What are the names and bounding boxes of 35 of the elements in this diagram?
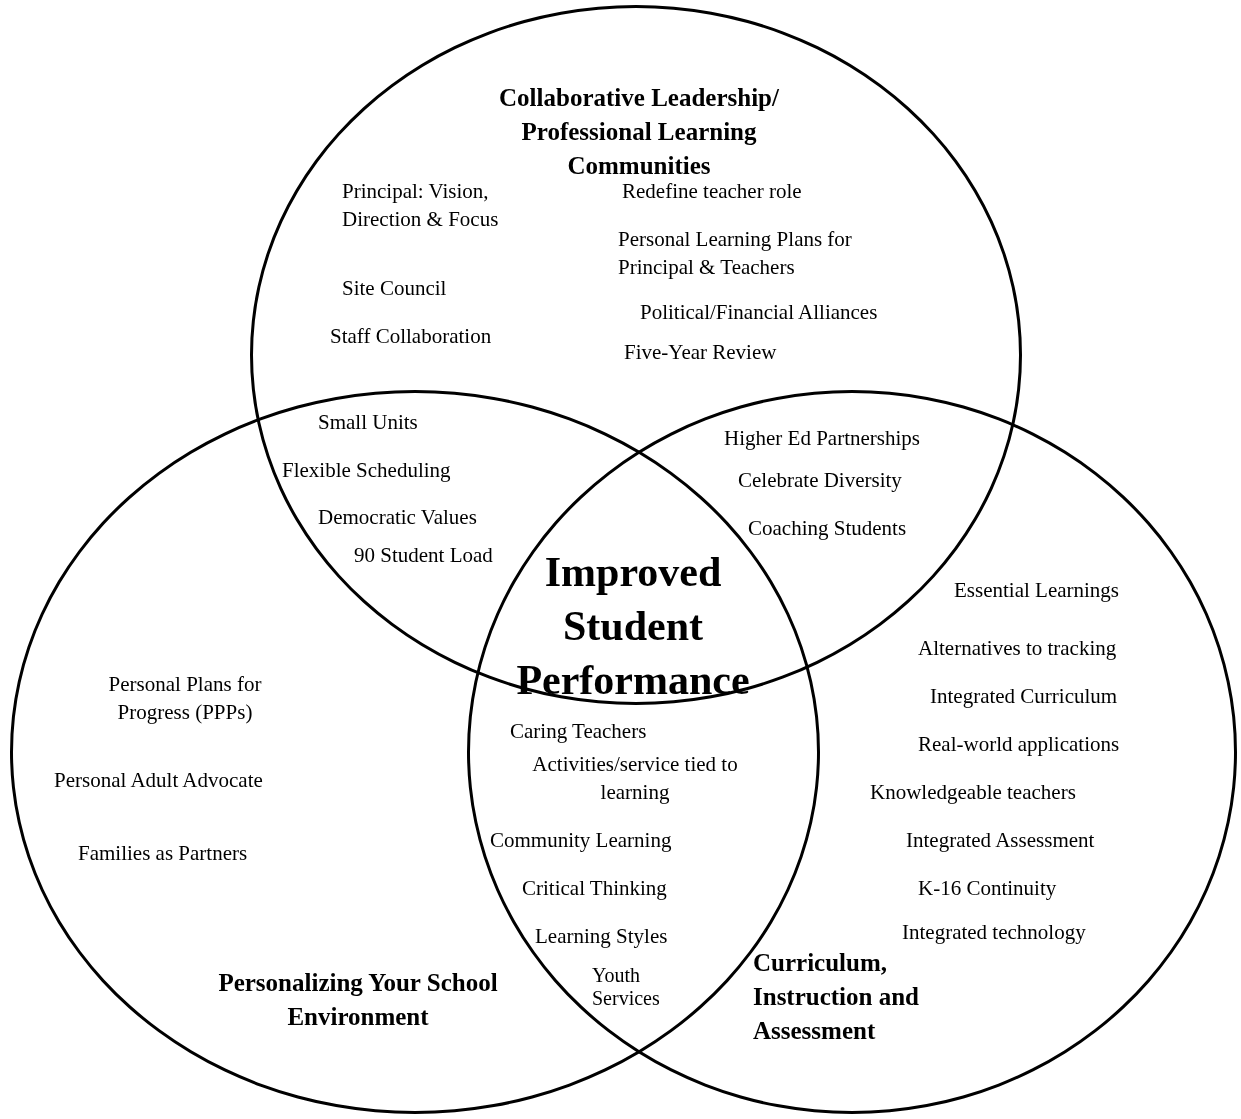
item-text: Personal Learning Plans for Principal & Teachers xyxy=(618,226,853,281)
item-text: Integrated technology xyxy=(902,919,1086,946)
item-text: Principal: Vision, Direction & Focus xyxy=(342,178,500,233)
item-text: Celebrate Diversity xyxy=(738,467,902,494)
item-text: Political/Financial Alliances xyxy=(640,299,878,326)
item-text: Democratic Values xyxy=(318,504,477,531)
item-text: Small Units xyxy=(318,409,418,436)
circle-heading: Personalizing Your School Environment xyxy=(217,968,499,1032)
item-text: Learning Styles xyxy=(535,923,668,950)
circle-heading: Curriculum, Instruction and Assessment xyxy=(753,948,920,1046)
item-text: Site Council xyxy=(342,275,447,302)
item-text: Activities/service tied to learning xyxy=(531,751,739,806)
item-text: Flexible Scheduling xyxy=(282,457,451,484)
item-text: Five-Year Review xyxy=(624,339,777,366)
item-text: K-16 Continuity xyxy=(918,875,1057,902)
item-text: Staff Collaboration xyxy=(330,323,492,350)
item-text: Redefine teacher role xyxy=(622,178,802,205)
item-text: Critical Thinking xyxy=(522,875,667,902)
item-text: Youth Services xyxy=(592,964,661,1010)
center-title: Improved Student Performance xyxy=(515,548,751,705)
item-text: Knowledgeable teachers xyxy=(870,779,1076,806)
item-text: Personal Plans for Progress (PPPs) xyxy=(107,671,263,726)
item-text: Integrated Assessment xyxy=(906,827,1095,854)
circle-heading: Collaborative Leadership/ Professional Learning Communities xyxy=(498,83,780,181)
item-text: Essential Learnings xyxy=(954,577,1120,604)
item-text: Higher Ed Partnerships xyxy=(724,425,920,452)
item-text: Coaching Students xyxy=(748,515,907,542)
item-text: 90 Student Load xyxy=(354,542,494,569)
item-text: Real-world applications xyxy=(918,731,1120,758)
item-text: Caring Teachers xyxy=(510,718,647,745)
item-text: Personal Adult Advocate xyxy=(54,767,263,794)
item-text: Alternatives to tracking xyxy=(918,635,1117,662)
item-text: Integrated Curriculum xyxy=(930,683,1118,710)
item-text: Community Learning xyxy=(490,827,672,854)
item-text: Families as Partners xyxy=(78,840,248,867)
